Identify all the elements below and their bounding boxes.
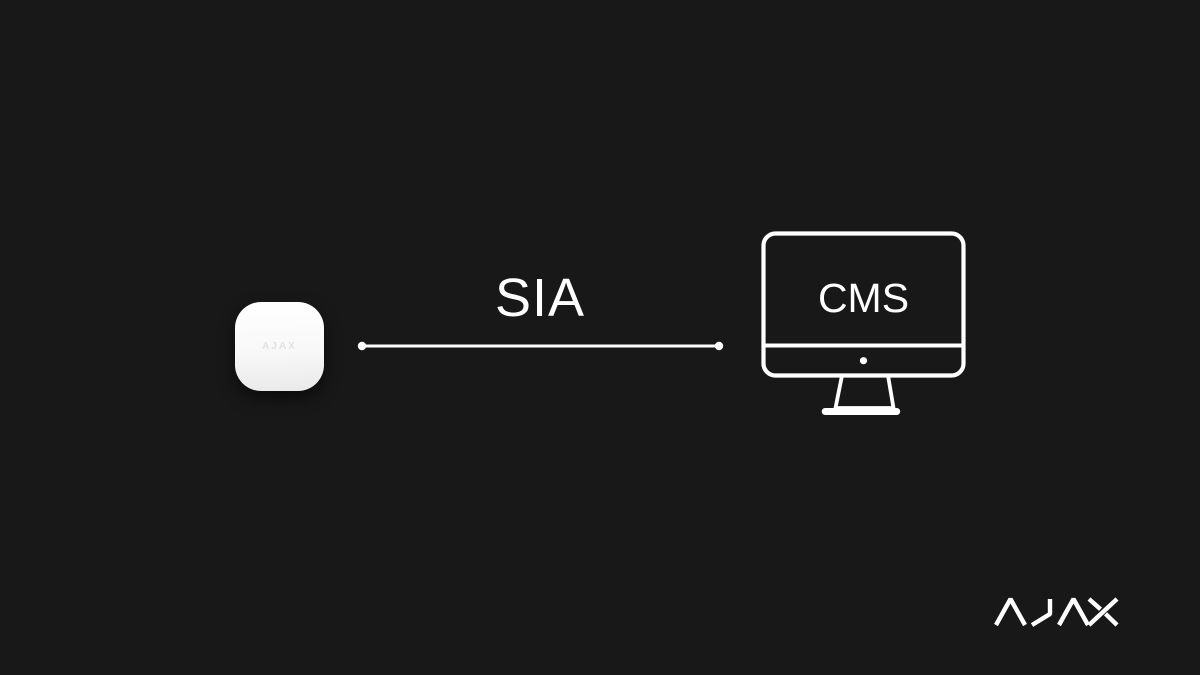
line-endpoint-right-dot (714, 341, 724, 351)
ajax-logo-letter-x-broken-stroke (1087, 597, 1119, 627)
connection-line (357, 341, 724, 351)
ajax-logo-letter-j (1030, 599, 1053, 627)
monitor-base (821, 408, 901, 415)
cms-monitor-icon: CMS (761, 231, 966, 415)
cms-screen-label: CMS (818, 275, 909, 321)
ajax-logo-letter-a1 (994, 597, 1027, 627)
monitor-chin-dot (859, 357, 868, 365)
hub-brand-label: AJAX (262, 341, 297, 352)
line-endpoint-left-dot (357, 341, 367, 351)
ajax-logo-letter-a2 (1057, 597, 1090, 627)
monitor-stand (833, 373, 896, 410)
ajax-hub-device: AJAX (235, 302, 324, 391)
protocol-label: SIA (494, 268, 586, 328)
ajax-logo (994, 597, 1119, 627)
ajax-logo-letter-x-rising-stroke (1087, 597, 1119, 627)
